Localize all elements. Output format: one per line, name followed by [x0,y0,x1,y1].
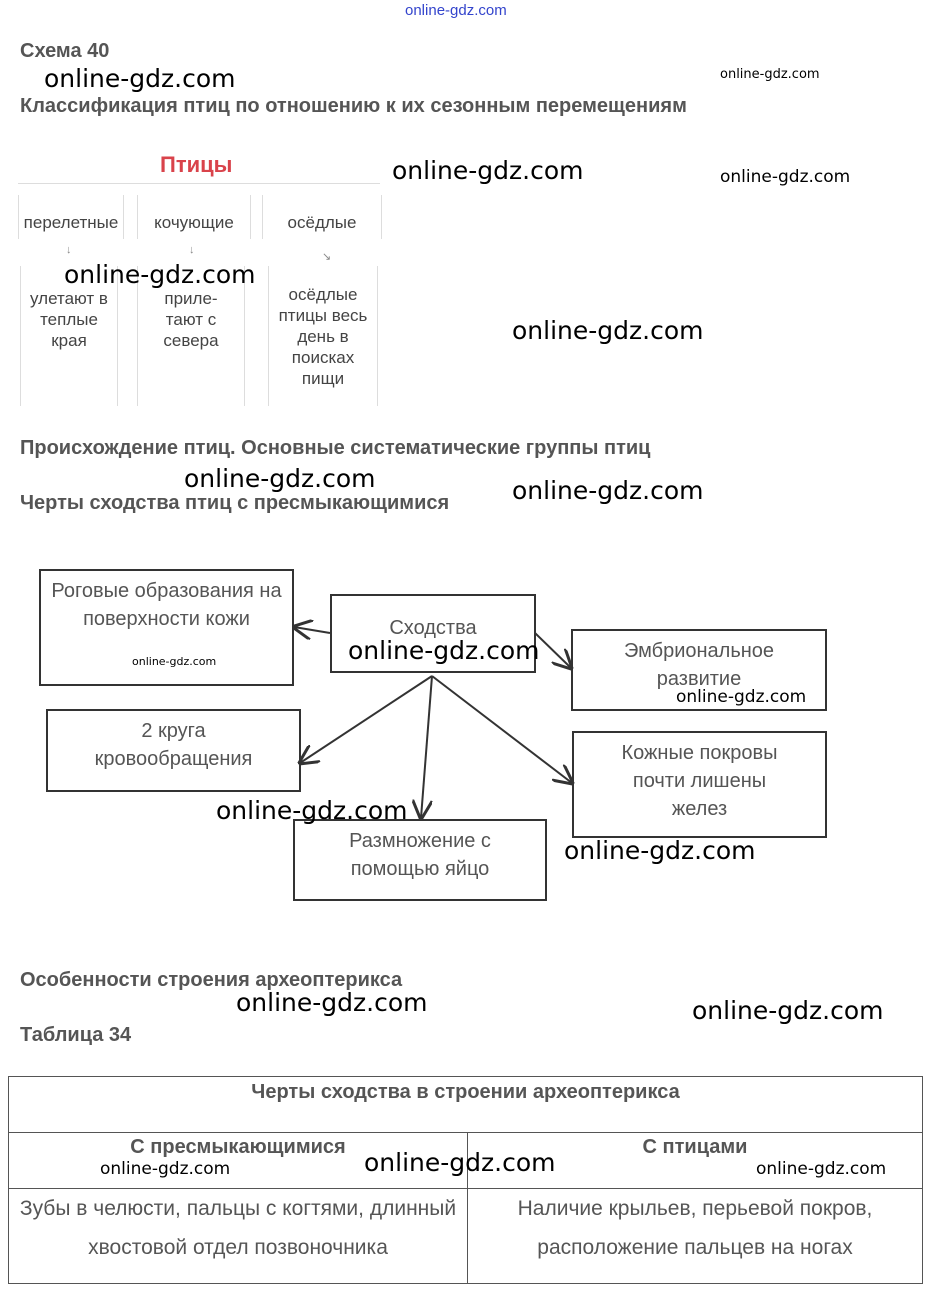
watermark: online-gdz.com [392,156,584,185]
watermark: online-gdz.com [720,67,820,82]
watermark: online-gdz.com [236,988,428,1017]
category-label: осёдлые [287,213,357,232]
table-caption: Черты сходства в строении археоптерикса [8,1076,923,1133]
scheme-subtitle: Классификация птиц по отношению к их сез… [20,95,687,117]
archaeopteryx-table: Черты сходства в строении археоптерикса … [8,1076,923,1284]
description-text: улетают в теплые края [30,289,108,350]
category-label: кочующие [154,213,234,232]
arrow [534,632,571,668]
category-label: перелетные [23,213,119,232]
item-text: Эмбриональное развитие [623,640,775,690]
similarity-item: Роговые образования на поверхности кожи [39,569,294,686]
watermark: online-gdz.com [676,687,807,707]
arrow-down-icon: ↓ [66,244,72,256]
description-box: осёдлые птицы весь день в поисках пищи [268,266,378,406]
similarity-item: Размножение с помощью яйцо [293,819,547,901]
arrow [421,675,433,818]
arrow [294,627,331,633]
arrow [431,675,572,783]
watermark: online-gdz.com [184,464,376,493]
item-text: Роговые образования на поверхности кожи [51,580,282,630]
watermark: online-gdz.com [512,476,704,505]
item-text: Размножение с помощью яйцо [349,830,491,880]
watermark: online-gdz.com [364,1148,556,1177]
similarity-center: Сходства [330,594,536,673]
category-box: осёдлые [262,195,382,239]
birds-root: Птицы [160,152,233,177]
item-text: 2 круга кровообращения [94,720,253,770]
section-title: Происхождение птиц. Основные систематиче… [20,437,651,459]
item-text: Кожные покровы почти лишены желез [621,742,778,820]
archaeopteryx-title: Особенности строения археоптерикса [20,969,403,991]
table-cell: Зубы в челюсти, пальцы с когтями, длинны… [8,1188,468,1284]
description-text: осёдлые птицы весь день в поисках пищи [278,285,368,388]
scheme-title: Схема 40 [20,40,110,62]
arrow [300,675,433,763]
center-text: Сходства [389,617,477,639]
description-box: улетают в теплые края [20,266,118,406]
watermark: online-gdz.com [564,836,756,865]
category-box: перелетные [18,195,124,239]
similarity-item: Кожные покровы почти лишены желез [572,731,827,838]
watermark: online-gdz.com [100,1159,231,1179]
table-header: С пресмыкающимися [8,1132,468,1189]
watermark: online-gdz.com [720,167,851,187]
category-box: кочующие [137,195,251,239]
arrow-down-icon: ↓ [189,244,195,256]
watermark: online-gdz.com [692,996,884,1025]
watermark: online-gdz.com [348,636,540,665]
root-divider [18,183,380,184]
top-watermark: online-gdz.com [405,2,507,19]
table-cell: Наличие крыльев, перьевой покров, распол… [467,1188,923,1284]
similarity-item: Эмбриональное развитие [571,629,827,711]
watermark: online-gdz.com [756,1159,887,1179]
similarity-item: 2 круга кровообращения [46,709,301,792]
description-box: приле-тают с севера [137,266,245,406]
table-title: Таблица 34 [20,1024,132,1046]
arrow-down-icon: ↘ [322,251,332,263]
watermark: online-gdz.com [132,655,217,668]
watermark: online-gdz.com [512,316,704,345]
similarity-title: Черты сходства птиц с пресмыкающимися [20,492,450,514]
watermark: online-gdz.com [44,64,236,93]
watermark: online-gdz.com [64,260,256,289]
description-text: приле-тают с севера [163,289,219,350]
watermark: online-gdz.com [216,796,408,825]
